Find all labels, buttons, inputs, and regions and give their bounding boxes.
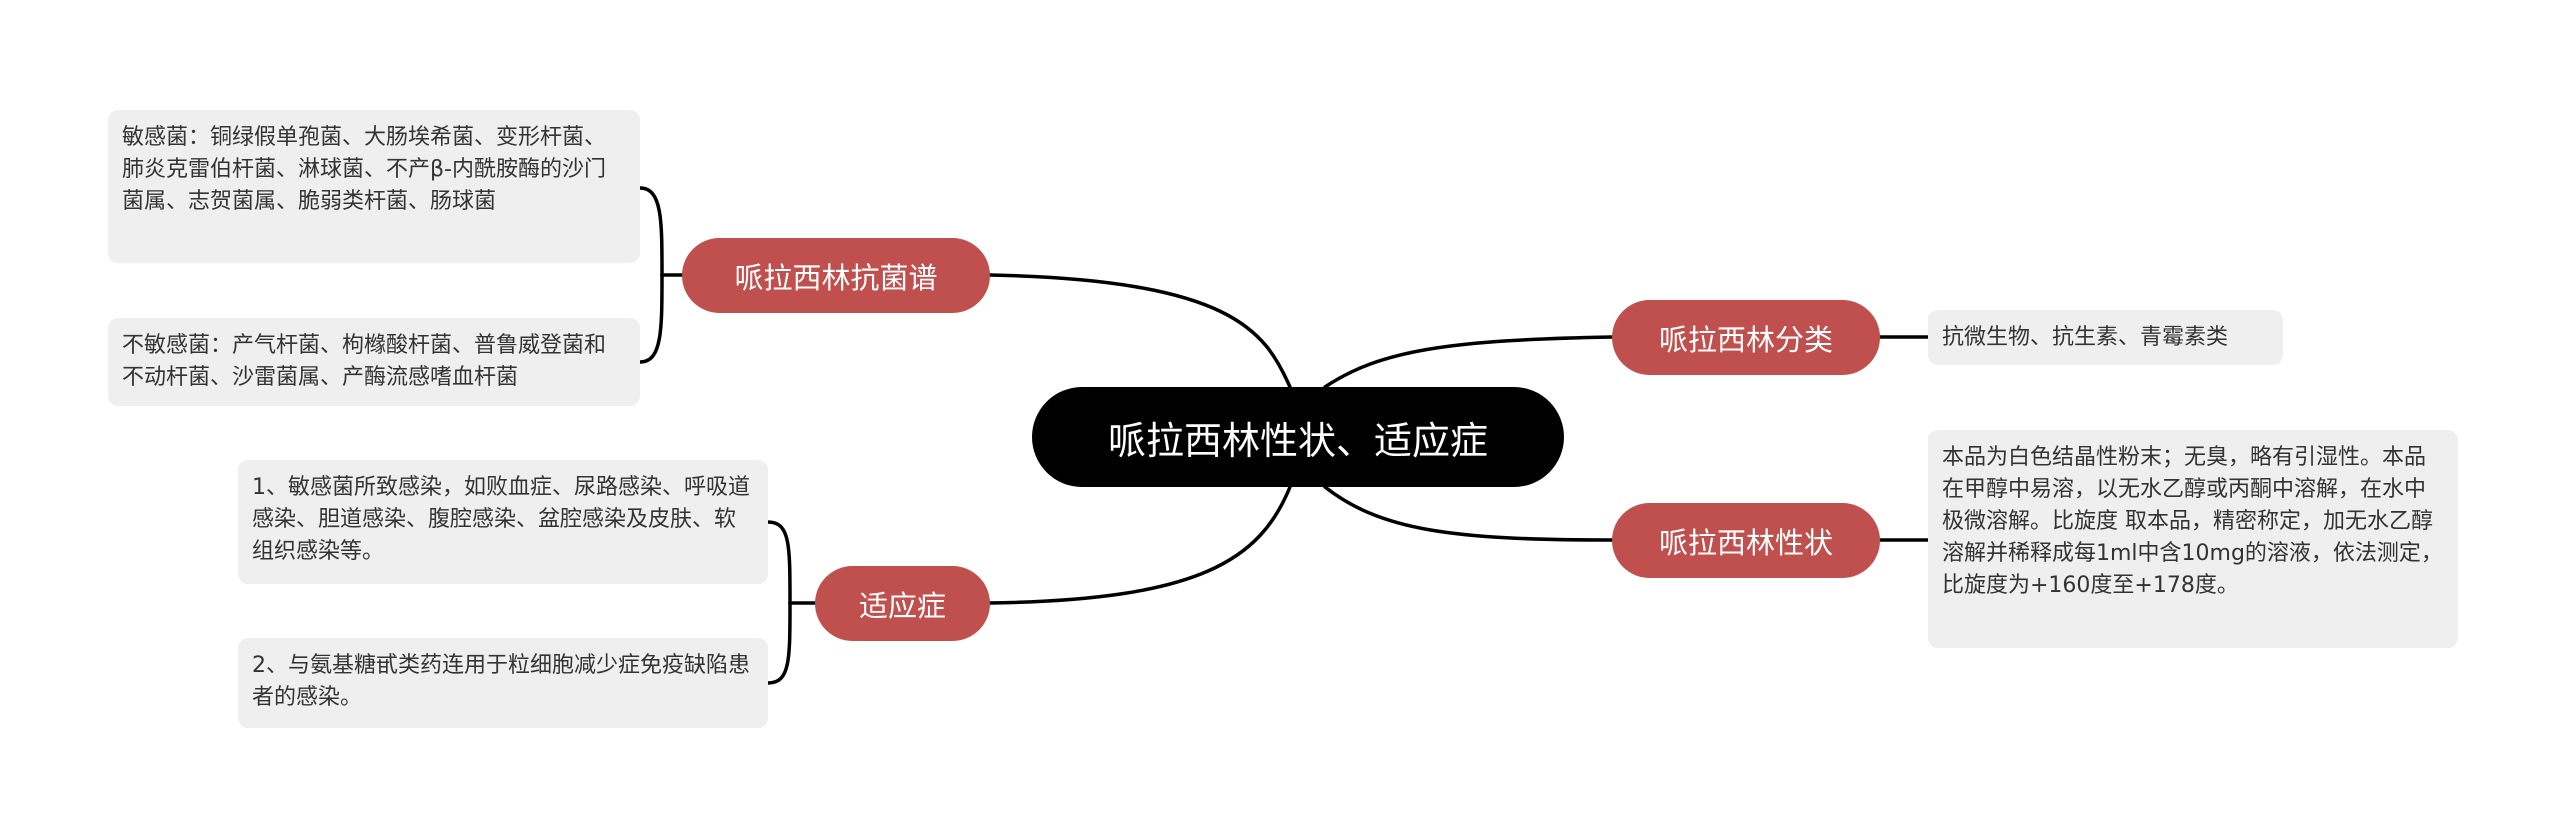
connector-indications-leaf-1 — [766, 520, 792, 605]
root-topic-label: 哌拉西林性状、适应症 — [1107, 418, 1488, 463]
connector-spectrum-leaf-1 — [638, 186, 664, 277]
root-topic[interactable]: 哌拉西林性状、适应症 — [1032, 387, 1564, 487]
branch-spectrum[interactable]: 哌拉西林抗菌谱 — [682, 238, 990, 313]
branch-properties-label: 哌拉西林性状 — [1658, 525, 1833, 560]
connector-root-classification — [1323, 335, 1614, 389]
leaf-spectrum-insensitive[interactable]: 不敏感菌：产气杆菌、枸橼酸杆菌、普鲁威登菌和不动杆菌、沙雷菌属、产酶流感嗜血杆菌 — [108, 318, 640, 406]
connector-root-properties — [1323, 485, 1614, 542]
branch-indications[interactable]: 适应症 — [815, 566, 990, 641]
leaf-spectrum-sensitive[interactable]: 敏感菌：铜绿假单孢菌、大肠埃希菌、变形杆菌、肺炎克雷伯杆菌、淋球菌、不产β-内酰… — [108, 110, 640, 263]
connector-indications-leaf-2 — [766, 601, 792, 685]
branch-indications-label: 适应症 — [858, 588, 946, 623]
branch-properties[interactable]: 哌拉西林性状 — [1612, 503, 1880, 578]
leaf-properties[interactable]: 本品为白色结晶性粉末；无臭，略有引湿性。本品在甲醇中易溶，以无水乙醇或丙酮中溶解… — [1928, 430, 2458, 648]
connector-spectrum-leaf-2 — [638, 273, 664, 364]
leaf-classification[interactable]: 抗微生物、抗生素、青霉素类 — [1928, 310, 2283, 365]
connector-root-spectrum — [988, 273, 1292, 389]
leaf-indications-1[interactable]: 1、敏感菌所致感染，如败血症、尿路感染、呼吸道感染、胆道感染、腹腔感染、盆腔感染… — [238, 460, 768, 584]
branch-classification[interactable]: 哌拉西林分类 — [1612, 300, 1880, 375]
branch-classification-label: 哌拉西林分类 — [1658, 322, 1833, 357]
connector-root-indications — [988, 485, 1292, 605]
branch-spectrum-label: 哌拉西林抗菌谱 — [734, 260, 938, 295]
leaf-indications-2[interactable]: 2、与氨基糖甙类药连用于粒细胞减少症免疫缺陷患者的感染。 — [238, 638, 768, 728]
